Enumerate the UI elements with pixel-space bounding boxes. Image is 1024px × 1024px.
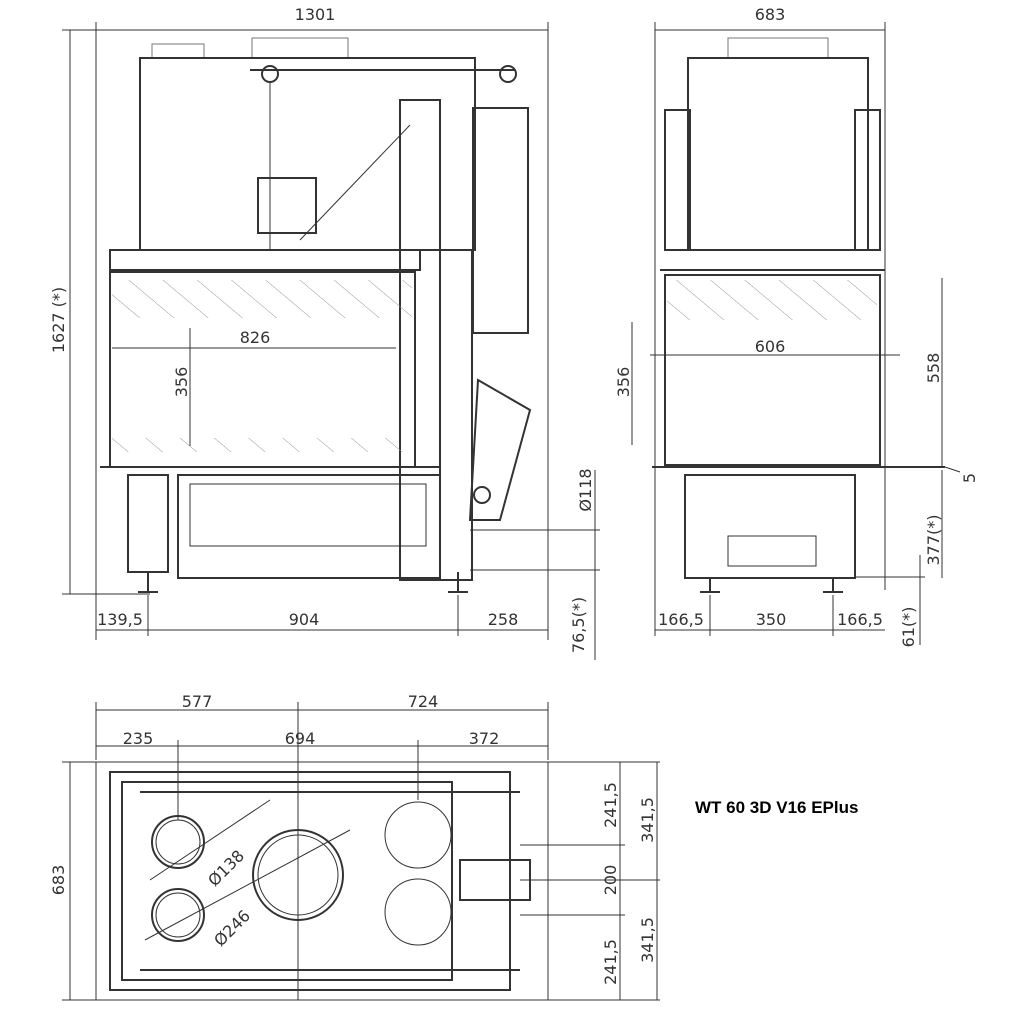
dim-top-left-span: 577 (182, 692, 213, 711)
dim-flue-diameter: Ø118 (576, 468, 595, 511)
top-view (95, 761, 549, 1001)
dim-outer-bottom: 341,5 (638, 917, 657, 963)
dim-top-seg-right: 372 (469, 729, 500, 748)
dim-right-middle: 200 (601, 865, 620, 896)
dim-front-bottom-middle: 904 (289, 610, 320, 629)
dim-side-bottom-middle: 350 (756, 610, 787, 629)
front-view (100, 37, 532, 593)
dim-front-width: 1301 (295, 5, 336, 24)
dim-side-base-height: 377(*) (924, 514, 943, 565)
dim-top-right-span: 724 (408, 692, 439, 711)
dim-front-bottom-right: 258 (488, 610, 519, 629)
dim-side-bottom-left: 166,5 (658, 610, 704, 629)
dim-glass-height: 356 (172, 367, 191, 398)
model-title: WT 60 3D V16 EPlus (695, 798, 858, 817)
dim-right-top: 241,5 (601, 782, 620, 828)
dim-front-foot-height: 76,5(*) (569, 597, 588, 653)
dim-right-bottom: 241,5 (601, 939, 620, 985)
dim-side-opening-height: 558 (924, 353, 943, 384)
dim-side-width: 683 (755, 5, 786, 24)
dim-glass-width: 826 (240, 328, 271, 347)
dim-side-glass-height: 356 (614, 367, 633, 398)
side-view-dimensions: 683 606 356 558 5 377(*) 61(*) 166,5 350… (614, 5, 979, 647)
dim-side-bottom-right: 166,5 (837, 610, 883, 629)
dim-front-bottom-left: 139,5 (97, 610, 143, 629)
dim-side-foot-height: 61(*) (899, 607, 918, 648)
dim-top-depth: 683 (49, 865, 68, 896)
front-view-dimensions: 1301 1627 (*) 826 356 Ø118 139,5 904 258… (49, 5, 600, 660)
dim-side-ledge: 5 (960, 473, 979, 483)
top-view-dimensions: 577 724 235 694 372 683 Ø138 Ø246 241,5 … (49, 692, 660, 1001)
dim-top-seg-left: 235 (123, 729, 154, 748)
side-view (652, 37, 945, 593)
dim-large-diameter: Ø246 (210, 906, 254, 950)
dim-top-seg-middle: 694 (285, 729, 316, 748)
dim-outer-top: 341,5 (638, 797, 657, 843)
dim-side-glass-width: 606 (755, 337, 786, 356)
dim-front-height: 1627 (*) (49, 287, 68, 353)
dim-small-diameter: Ø138 (204, 846, 248, 890)
